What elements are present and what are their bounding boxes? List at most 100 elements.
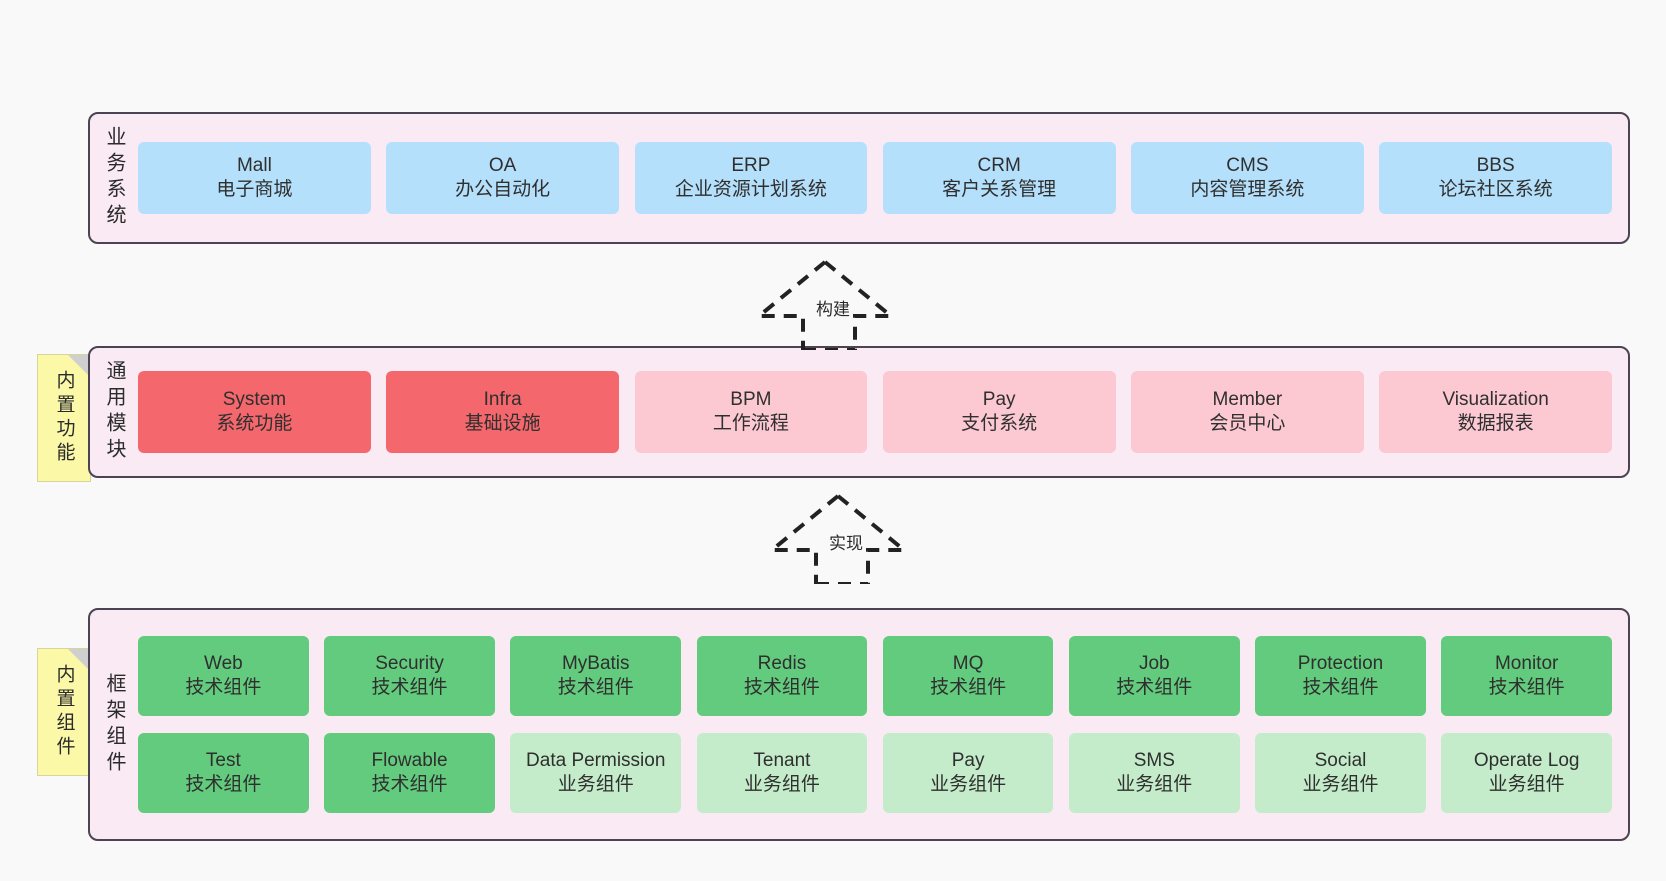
card-subtitle: 业务组件 [557,774,634,795]
card-subtitle: 内容管理系统 [1190,179,1305,200]
layer-body-common-module: System 系统功能 Infra 基础设施 BPM 工作流程 Pay 支付系统… [138,348,1628,476]
connector-implement-arrow [768,494,910,584]
card-subtitle: 技术组件 [1302,677,1379,698]
card-operate-log[interactable]: Operate Log 业务组件 [1441,733,1613,813]
card-title: Operate Log [1473,749,1580,771]
card-row: Mall 电子商城 OA 办公自动化 ERP 企业资源计划系统 CRM 客户关系… [138,142,1613,214]
card-system[interactable]: System 系统功能 [138,371,371,453]
card-subtitle: 业务组件 [1488,774,1565,795]
card-title: MyBatis [561,652,630,674]
card-title: MQ [952,652,984,674]
card-title: System [222,388,287,410]
card-crm[interactable]: CRM 客户关系管理 [882,142,1116,214]
layer-business-system: 业务系统 Mall 电子商城 OA 办公自动化 ERP 企业资源计划系统 CRM… [88,112,1630,244]
card-web[interactable]: Web 技术组件 [138,636,309,716]
card-row: Test 技术组件 Flowable 技术组件 Data Permission … [138,733,1613,813]
card-title: Pay [951,749,985,771]
card-member[interactable]: Member 会员中心 [1131,371,1364,453]
connector-build-arrow [755,260,897,350]
card-title: Pay [982,388,1016,410]
card-erp[interactable]: ERP 企业资源计划系统 [634,142,868,214]
card-subtitle: 业务组件 [743,774,820,795]
card-subtitle: 电子商城 [216,179,293,200]
card-title: Tenant [753,749,811,771]
card-bbs[interactable]: BBS 论坛社区系统 [1379,142,1613,214]
card-flowable[interactable]: Flowable 技术组件 [324,733,495,813]
card-title: BBS [1476,154,1515,176]
card-sms[interactable]: SMS 业务组件 [1068,733,1240,813]
card-monitor[interactable]: Monitor 技术组件 [1441,636,1613,716]
card-mall[interactable]: Mall 电子商城 [138,142,371,214]
card-subtitle: 技术组件 [185,774,262,795]
card-subtitle: 技术组件 [185,677,262,698]
connector-build-label: 构建 [816,300,850,319]
card-title: SMS [1133,749,1175,771]
note-builtin-function: 内置功能 [37,354,91,482]
card-title: CRM [977,154,1021,176]
card-data-permission[interactable]: Data Permission 业务组件 [510,733,682,813]
card-title: Test [205,749,241,771]
card-subtitle: 会员中心 [1209,413,1286,434]
card-title: Protection [1297,652,1384,674]
card-subtitle: 办公自动化 [455,179,551,200]
card-row: Web 技术组件 Security 技术组件 MyBatis 技术组件 Redi… [138,636,1613,716]
card-subtitle: 技术组件 [557,677,634,698]
card-cms[interactable]: CMS 内容管理系统 [1131,142,1364,214]
card-title: Infra [483,388,522,410]
card-test[interactable]: Test 技术组件 [138,733,309,813]
card-subtitle: 技术组件 [1488,677,1565,698]
layer-framework-component: 框架组件 Web 技术组件 Security 技术组件 MyBatis 技术组件… [88,608,1630,841]
note-fold-icon [68,355,90,377]
card-mybatis[interactable]: MyBatis 技术组件 [510,636,682,716]
card-visualization[interactable]: Visualization 数据报表 [1379,371,1613,453]
card-title: Data Permission [526,749,666,771]
card-title: CMS [1226,154,1269,176]
card-tenant[interactable]: Tenant 业务组件 [696,733,868,813]
card-title: Monitor [1494,652,1559,674]
card-title: Flowable [371,749,448,771]
card-title: Security [375,652,444,674]
card-social[interactable]: Social 业务组件 [1255,733,1426,813]
connector-implement-label: 实现 [829,534,863,553]
card-subtitle: 技术组件 [1116,677,1193,698]
card-security[interactable]: Security 技术组件 [324,636,495,716]
card-title: BPM [730,388,772,410]
card-pay-business[interactable]: Pay 业务组件 [882,733,1054,813]
card-title: OA [488,154,517,176]
layer-body-business-system: Mall 电子商城 OA 办公自动化 ERP 企业资源计划系统 CRM 客户关系… [138,114,1628,242]
card-bpm[interactable]: BPM 工作流程 [634,371,868,453]
card-subtitle: 客户关系管理 [942,179,1057,200]
note-builtin-component: 内置组件 [37,648,91,776]
card-title: Member [1212,388,1283,410]
note-label: 内置组件 [53,664,75,760]
card-oa[interactable]: OA 办公自动化 [386,142,620,214]
card-title: Social [1314,749,1367,771]
card-subtitle: 支付系统 [961,413,1038,434]
card-subtitle: 技术组件 [371,774,448,795]
card-subtitle: 技术组件 [743,677,820,698]
card-pay[interactable]: Pay 支付系统 [882,371,1116,453]
note-label: 内置功能 [53,370,75,466]
layer-common-module: 通用模块 System 系统功能 Infra 基础设施 BPM 工作流程 Pay… [88,346,1630,478]
card-subtitle: 系统功能 [216,413,293,434]
card-infra[interactable]: Infra 基础设施 [386,371,620,453]
layer-title-framework-component: 框架组件 [103,672,125,777]
card-subtitle: 技术组件 [930,677,1007,698]
card-subtitle: 数据报表 [1457,413,1534,434]
card-job[interactable]: Job 技术组件 [1068,636,1240,716]
card-title: Mall [236,154,272,176]
card-protection[interactable]: Protection 技术组件 [1255,636,1426,716]
card-title: Redis [757,652,807,674]
card-row: System 系统功能 Infra 基础设施 BPM 工作流程 Pay 支付系统… [138,371,1613,453]
card-subtitle: 基础设施 [464,413,541,434]
layer-title-common-module: 通用模块 [103,360,125,464]
card-title: Web [203,652,243,674]
card-subtitle: 论坛社区系统 [1438,179,1553,200]
card-subtitle: 业务组件 [1116,774,1193,795]
card-subtitle: 企业资源计划系统 [674,179,827,200]
card-title: ERP [731,154,771,176]
card-redis[interactable]: Redis 技术组件 [696,636,868,716]
card-subtitle: 业务组件 [930,774,1007,795]
card-mq[interactable]: MQ 技术组件 [882,636,1054,716]
card-title: Visualization [1442,388,1549,410]
